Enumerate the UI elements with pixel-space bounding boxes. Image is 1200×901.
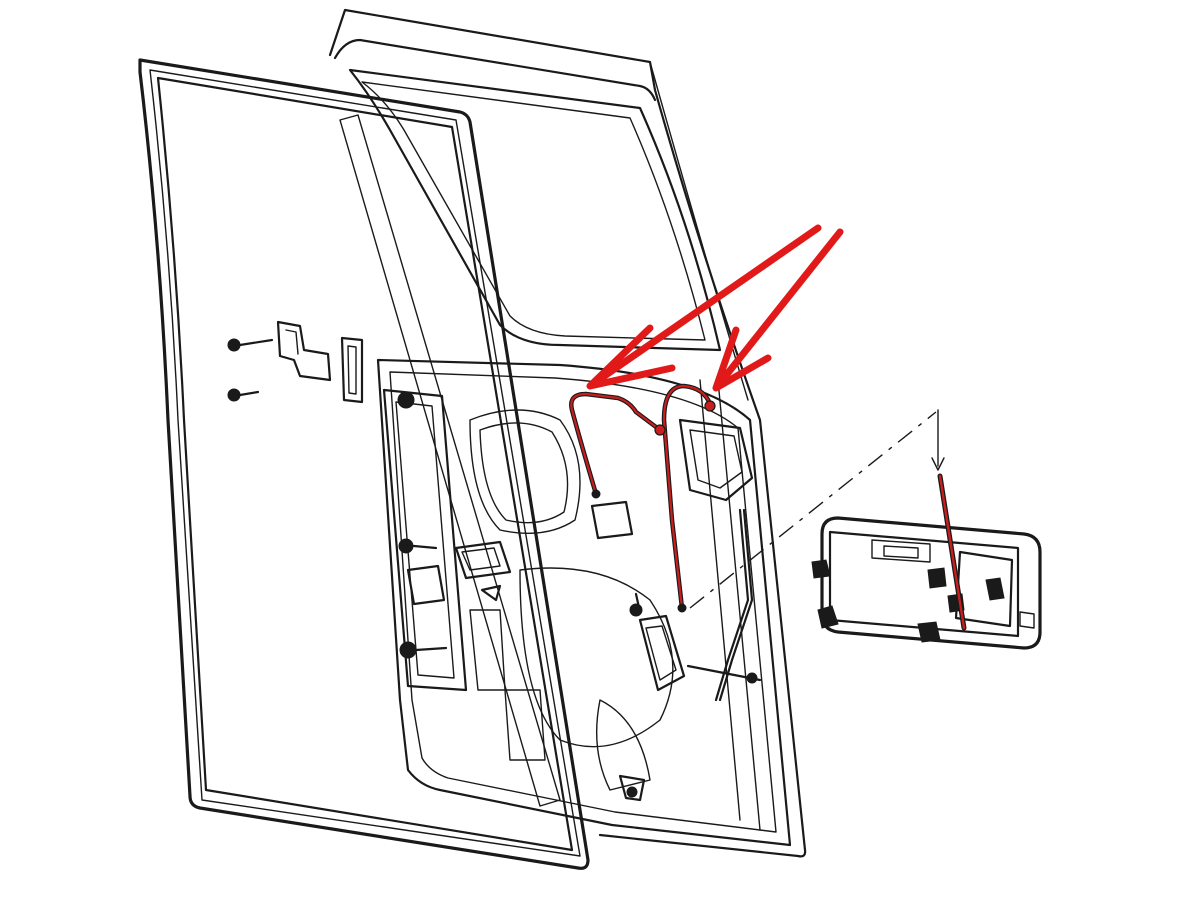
red-arrow-icon bbox=[586, 224, 844, 392]
latch-assembly bbox=[590, 418, 754, 692]
interior-handle bbox=[406, 540, 512, 606]
hinge-striker-bracket bbox=[276, 320, 364, 404]
leader-line bbox=[689, 409, 945, 609]
lock-cables bbox=[569, 383, 716, 613]
inner-handle-assembly bbox=[811, 516, 1042, 650]
weatherstrip-seal bbox=[138, 58, 590, 870]
inner-handle-assembly-rod bbox=[937, 473, 967, 631]
outside-handle-rod bbox=[686, 508, 762, 702]
bolt-icon bbox=[227, 338, 274, 402]
clip-icon bbox=[480, 584, 646, 802]
lock-rod bbox=[382, 388, 468, 692]
window-run-channel bbox=[339, 114, 561, 807]
